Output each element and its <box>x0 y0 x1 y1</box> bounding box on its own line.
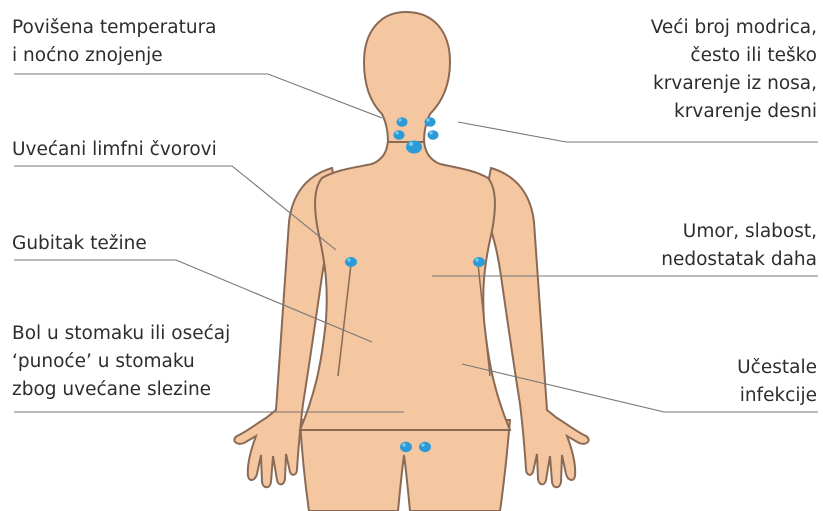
label-infections: Učestale infekcije <box>737 354 817 410</box>
lymph-node-neck-4 <box>428 130 439 140</box>
lymph-node-neck-2 <box>425 117 436 127</box>
label-weight-loss: Gubitak težine <box>12 230 147 258</box>
lymph-node-armpit-right <box>473 257 485 267</box>
lymph-node-groin-left <box>400 442 412 452</box>
lymph-node-neck-3 <box>394 130 405 140</box>
label-bruising: Veći broj modrica, često ili teško krvar… <box>651 14 817 126</box>
label-lymph-nodes: Uvećani limfni čvorovi <box>12 136 217 164</box>
lymph-node-neck-1 <box>397 117 408 127</box>
label-fever: Povišena temperatura i noćno znojenje <box>12 14 217 70</box>
body-torso <box>300 138 510 430</box>
leader-fever <box>14 74 382 118</box>
label-abdominal: Bol u stomaku ili osećaj ‘punoće’ u stom… <box>12 320 230 404</box>
body-legs <box>300 420 510 511</box>
lymph-node-neck-5 <box>406 141 422 154</box>
lymph-node-groin-right <box>419 442 431 452</box>
lymph-node-armpit-left <box>345 257 357 267</box>
label-fatigue: Umor, slabost, nedostatak daha <box>661 218 817 274</box>
